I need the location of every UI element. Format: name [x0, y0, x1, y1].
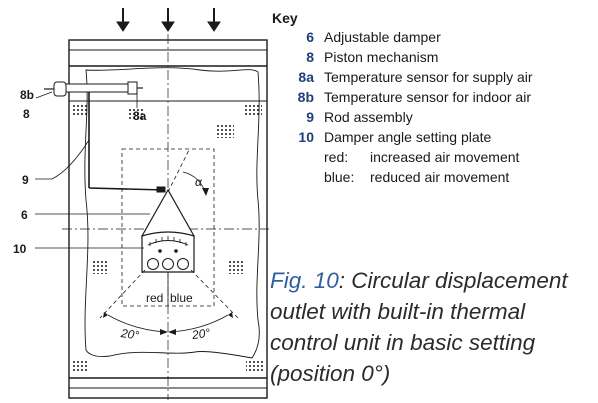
callout-9: 9	[22, 173, 29, 187]
key-description: Piston mechanism	[324, 49, 439, 65]
inner-boundary	[84, 67, 260, 359]
key-item: 9 Rod assembly	[272, 107, 592, 127]
key-subitem-description: reduced air movement	[370, 169, 510, 185]
angle-indicator	[167, 147, 209, 196]
key-description: Adjustable damper	[324, 29, 441, 45]
callout-6: 6	[21, 208, 28, 222]
key-legend: Key 6 Adjustable damper 8 Piston mechani…	[272, 10, 592, 187]
callout-8b: 8b	[20, 88, 34, 102]
angle-right-label: 20°	[190, 326, 211, 343]
key-item: 8b Temperature sensor for indoor air	[272, 87, 592, 107]
key-subitem-label: blue:	[324, 169, 355, 185]
key-item: 6 Adjustable damper	[272, 27, 592, 47]
label-blue: blue	[170, 291, 193, 305]
key-description: Temperature sensor for indoor air	[324, 89, 531, 105]
angle-symbol: α	[195, 175, 203, 189]
swing-range	[99, 269, 239, 335]
piston-mechanism	[44, 81, 143, 97]
key-title: Key	[272, 10, 298, 26]
key-item: 8 Piston mechanism	[272, 47, 592, 67]
key-number: 8b	[297, 89, 314, 105]
key-subitem-description: increased air movement	[370, 149, 520, 165]
airflow-arrows	[116, 8, 221, 32]
key-item: 10 Damper angle setting plate	[272, 127, 592, 147]
adjustable-damper	[140, 188, 196, 237]
leader-lines	[35, 91, 150, 249]
key-number: 8a	[298, 69, 314, 85]
rod-assembly	[88, 92, 166, 193]
callout-10: 10	[13, 242, 27, 256]
key-subitem: red: increased air movement	[272, 147, 592, 167]
angle-left-label: 20°	[119, 326, 140, 343]
perforation-pattern	[72, 104, 264, 371]
key-subitem: blue: reduced air movement	[272, 167, 592, 187]
key-item: 8a Temperature sensor for supply air	[272, 67, 592, 87]
outlet-diagram: α red blue 20° 2	[13, 8, 269, 400]
key-description: Temperature sensor for supply air	[324, 69, 533, 85]
label-red: red	[146, 291, 163, 305]
caption-text: : Circular displacement outlet with buil…	[270, 268, 568, 386]
damper-setting-plate	[141, 231, 195, 273]
key-number: 8	[306, 49, 314, 65]
key-description: Damper angle setting plate	[324, 129, 492, 145]
key-subitem-label: red:	[324, 149, 349, 165]
key-number: 10	[298, 129, 314, 145]
key-description: Rod assembly	[324, 109, 413, 125]
callout-8: 8	[23, 107, 30, 121]
figure-caption: Fig. 10: Circular displacement outlet wi…	[270, 265, 595, 389]
key-number: 9	[306, 109, 314, 125]
figure-label: Fig. 10	[270, 268, 339, 293]
callout-8a: 8a	[133, 109, 147, 123]
key-number: 6	[306, 29, 314, 45]
